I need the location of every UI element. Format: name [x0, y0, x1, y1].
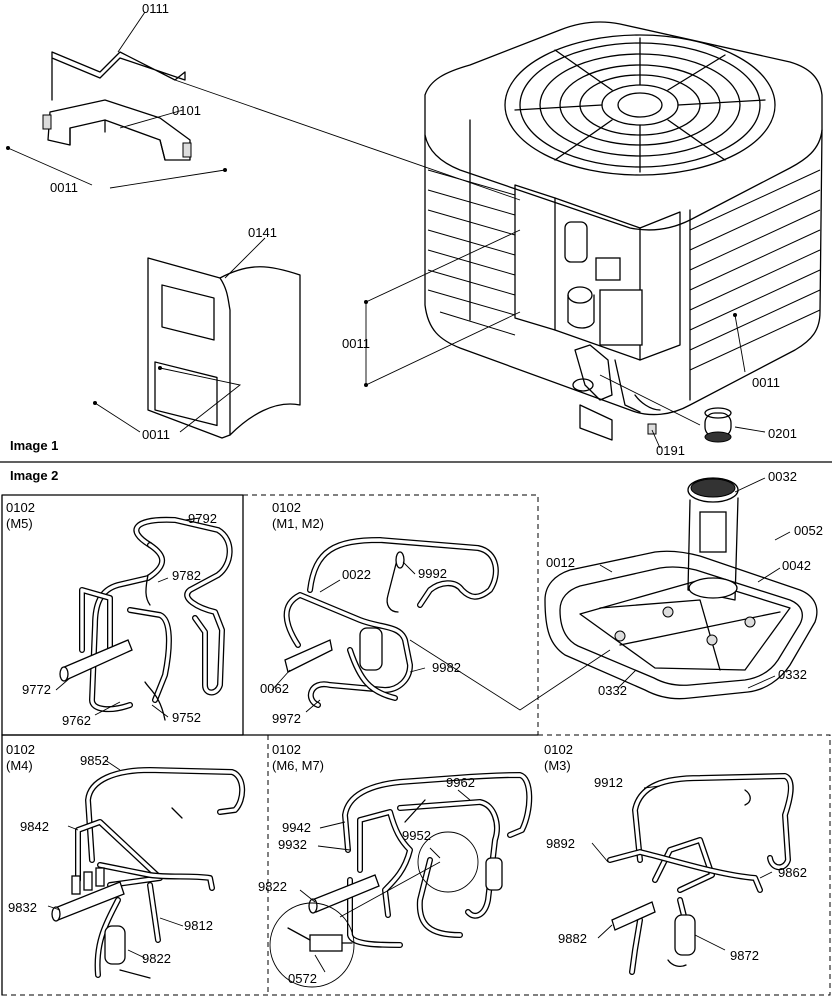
tubing-assembly-m4 [51, 767, 246, 979]
m3-leaders [591, 785, 773, 951]
label-9822-m4: 9822 [142, 951, 171, 966]
base-leaders [599, 477, 791, 689]
label-0191: 0191 [656, 443, 685, 458]
label-0111: 0111 [142, 1, 169, 16]
label-9942: 9942 [282, 820, 311, 835]
label-0572: 0572 [288, 971, 317, 986]
condenser-fins [427, 169, 821, 371]
label-9912: 9912 [594, 775, 623, 790]
condenser-unit [424, 21, 823, 441]
tubing-assembly-m1m2 [283, 537, 499, 708]
part-0201 [704, 407, 732, 443]
access-panel-0141 [147, 257, 301, 439]
label-0141: 0141 [248, 225, 277, 240]
panel-title-m6m7: 0102 (M6, M7) [272, 742, 324, 773]
detail-0572 [269, 861, 441, 988]
panel-title-m5: 0102 (M5) [6, 500, 35, 531]
label-9782: 9782 [172, 568, 201, 583]
label-9952: 9952 [402, 828, 431, 843]
label-9822-m6m7: 9822 [258, 879, 287, 894]
label-9852: 9852 [80, 753, 109, 768]
label-0332-left: 0332 [598, 683, 627, 698]
top-bracket-0111 [51, 51, 186, 101]
corner-bracket-0101 [42, 99, 192, 161]
label-0052: 0052 [794, 523, 823, 538]
label-0011-bottom-left: 0011 [142, 427, 170, 442]
label-0332-right: 0332 [778, 667, 807, 682]
label-0032: 0032 [768, 469, 797, 484]
label-0201: 0201 [768, 426, 797, 441]
label-9792: 9792 [188, 511, 217, 526]
label-9862: 9862 [778, 865, 807, 880]
label-0062: 0062 [260, 681, 289, 696]
label-0011-middle: 0011 [342, 336, 370, 351]
m4-leaders [47, 759, 184, 959]
label-9842: 9842 [20, 819, 49, 834]
label-9772: 9772 [22, 682, 51, 697]
section-title-image1: Image 1 [10, 438, 59, 453]
part-0191 [647, 423, 657, 435]
label-9932: 9932 [278, 837, 307, 852]
tubing-assembly-m6m7 [308, 772, 533, 948]
label-9982: 9982 [432, 660, 461, 675]
service-valves [572, 344, 661, 441]
control-box [514, 184, 681, 361]
label-0101: 0101 [172, 103, 201, 118]
label-9962: 9962 [446, 775, 475, 790]
fan-guard [504, 34, 776, 176]
panel-frames [1, 494, 831, 996]
label-9752: 9752 [172, 710, 201, 725]
tubing-assembly-m3 [607, 773, 794, 975]
tubing-assembly-m5 [59, 516, 233, 721]
m1m2-leaders [271, 561, 611, 713]
base-pan-assembly [544, 477, 818, 700]
label-0042: 0042 [782, 558, 811, 573]
label-0011-right: 0011 [752, 375, 780, 390]
label-9812: 9812 [184, 918, 213, 933]
label-0022: 0022 [342, 567, 371, 582]
label-0011-top-left: 0011 [50, 180, 78, 195]
section-title-image2: Image 2 [10, 468, 59, 483]
m5-leaders [55, 517, 201, 718]
label-9872: 9872 [730, 948, 759, 963]
panel-title-m3: 0102 (M3) [544, 742, 573, 773]
image1-leaders [6, 11, 766, 449]
label-9882: 9882 [558, 931, 587, 946]
m6m7-leaders [299, 789, 471, 973]
label-9832: 9832 [8, 900, 37, 915]
panel-title-m1m2: 0102 (M1, M2) [272, 500, 324, 531]
label-9972: 9972 [272, 711, 301, 726]
panel-title-m4: 0102 (M4) [6, 742, 35, 773]
label-0012: 0012 [546, 555, 575, 570]
label-9762: 9762 [62, 713, 91, 728]
label-9992: 9992 [418, 566, 447, 581]
label-9892: 9892 [546, 836, 575, 851]
